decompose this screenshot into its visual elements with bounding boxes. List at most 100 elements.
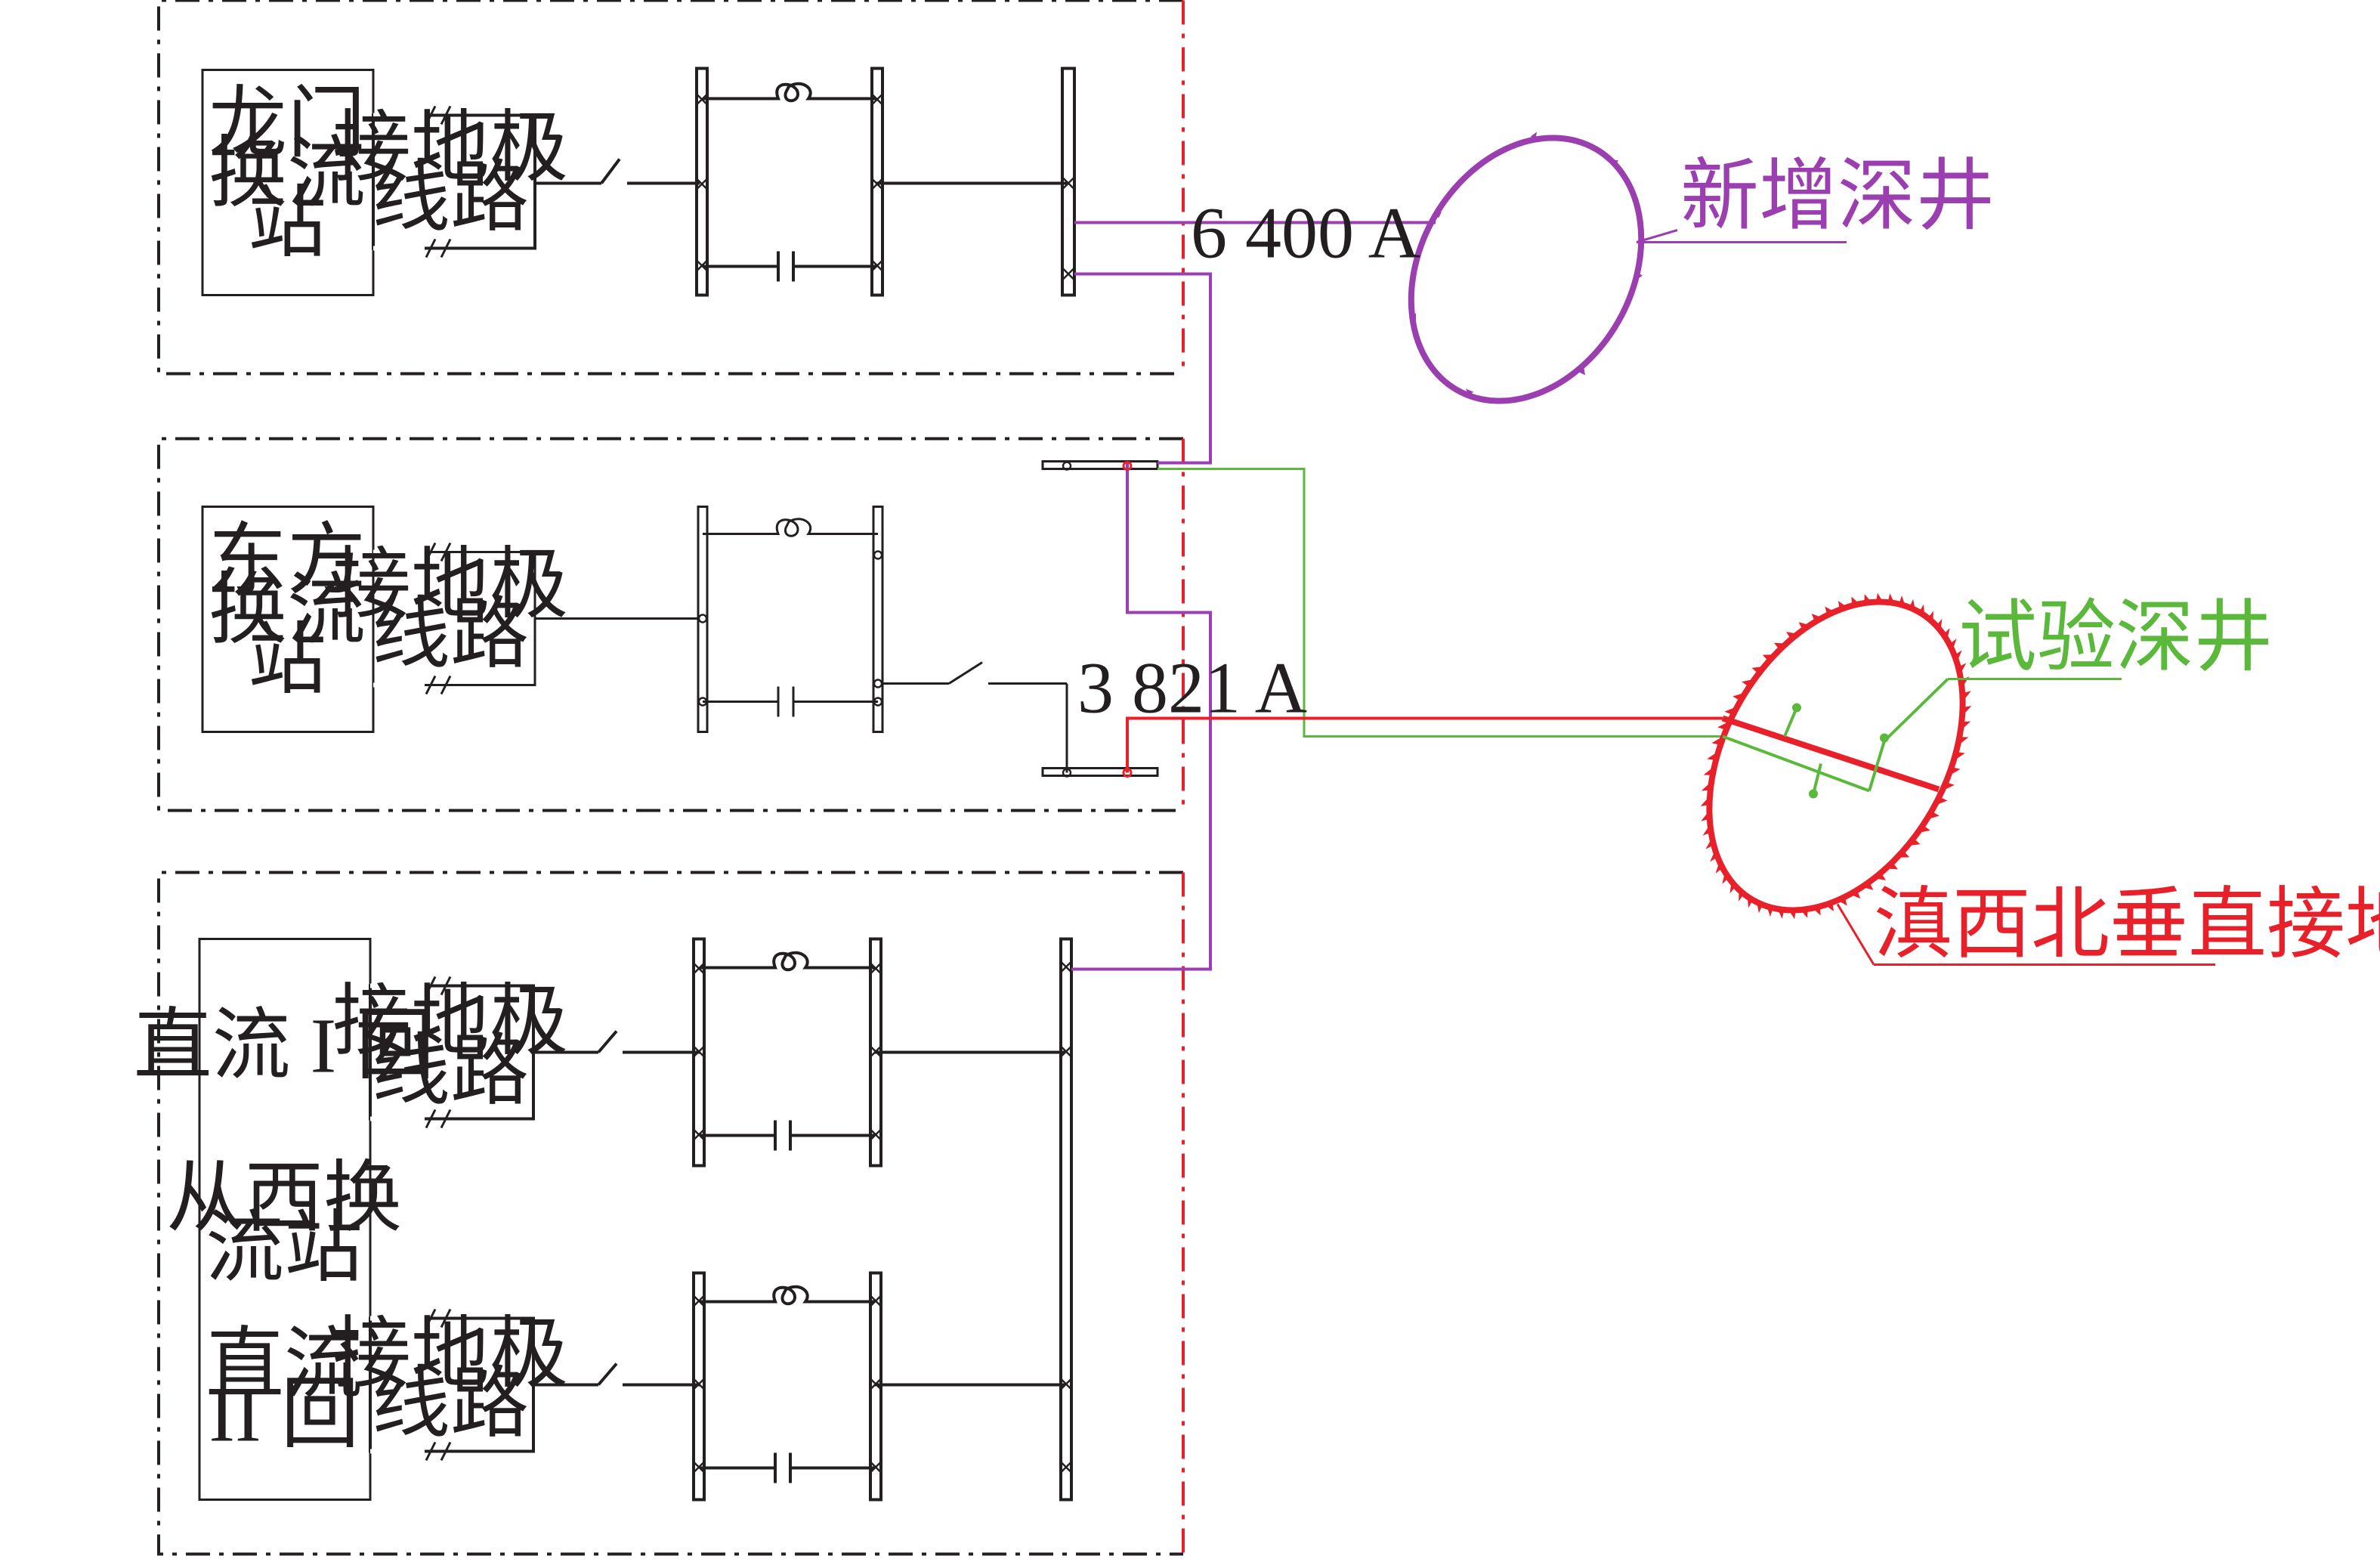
electrode-tooth [1864,594,1872,604]
congxi-line2-label-1: 接地极 [332,1311,568,1398]
electrode-tooth [1874,872,1886,880]
electrode-tooth [1862,882,1874,890]
electrode-tooth [1825,606,1835,616]
electrode-tooth [1961,706,1972,716]
electrode-tooth [1762,654,1776,662]
electrode-tooth [1958,663,1967,675]
electrode-tooth [1960,721,1971,732]
congxi-name-line-1: 从西换 [166,1155,402,1242]
congxi-name-line-2: 流站 [206,1205,363,1292]
electrode-tooth [1705,837,1714,849]
congxi-line1-label-1: 接地极 [332,979,568,1066]
electrode-tooth [1851,596,1859,606]
longmen-capacitor [703,251,876,282]
congxi-c1-capacitor [700,1120,875,1151]
congxi-c1-reactor [700,951,875,972]
electrode-tooth [1942,781,1955,791]
electrode-tooth [1919,604,1925,616]
dongfang-line-label-1: 接地极 [332,542,568,629]
longmen-bus-1 [695,67,709,297]
electrode-tooth [1742,679,1755,688]
electrode-tooth [1953,752,1965,762]
electrode-tooth [1811,613,1822,623]
longmen-main-bus [1061,67,1076,297]
electrode-tooth [1926,811,1940,820]
electrode-tooth [1954,650,1962,663]
electrode-tooth [1927,611,1933,623]
dongfang-capacitor [703,686,878,717]
electrode-tooth [1917,824,1930,834]
new-well-label: 新增深井 [1680,153,1995,240]
new-well-markers [1410,131,1643,397]
dongfang-station: 东方 换流 站 接地极 线路 [201,460,1159,778]
electrode-tooth [1703,766,1715,775]
electrode-tooth [1798,622,1810,630]
electrode-tooth [1907,838,1921,846]
electrode-tooth [1786,632,1798,640]
dongfang-line-label-2: 线路 [372,592,529,679]
vertical-electrode: 试验深井 滇西北垂直接地极 [1700,592,2380,969]
electrode-tooth [1936,618,1943,631]
electrode-teeth [1700,592,1972,920]
longmen-name-line-1: 龙门 [209,81,366,168]
electrode-tooth [1701,781,1712,791]
electrode-tooth [1909,599,1915,611]
electrode-tooth [1777,908,1785,919]
dongfang-current-label: 3 821 A [1077,648,1307,728]
electrode-tooth [1717,721,1730,731]
new-well-wiring [1071,221,1436,971]
electrode-tooth [1732,692,1746,701]
electrode-tooth [1711,735,1724,745]
congxi-main-bus [1059,937,1073,1502]
electrode-tooth [1949,639,1957,651]
electrode-tooth [1707,750,1719,760]
electrode-tooth [1957,737,1969,747]
congxi-c2-reactor [700,1285,875,1306]
dongfang-upper-terminal [1041,460,1159,470]
electrode-tooth [1813,906,1821,916]
electrode-tooth [1876,592,1884,602]
dongfang-break-marks [425,542,452,695]
congxi-line1-label-2: 线路 [372,1028,529,1115]
electrode-tooth [1757,902,1763,914]
electrode-tooth [1837,896,1847,906]
electrode-tooth [1729,881,1736,894]
electrode-tooth [1788,910,1796,920]
electrode-tooth [1825,902,1834,911]
new-well-ring [1408,135,1645,404]
congxi-switch-2 [597,1362,618,1386]
congxi-frame [157,871,1185,1556]
electrode-tooth [1896,850,1910,858]
electrode-tooth [1899,595,1906,606]
electrode-tooth [1766,906,1773,917]
dongfang-reactor [703,518,878,537]
congxi-switch-1 [597,1030,618,1053]
dongfang-name-line-1: 东方 [209,518,366,605]
electrode-tooth [1773,642,1787,651]
longmen-frame [157,0,1185,376]
dongfang-bus-2 [872,506,884,733]
congxi-c1-bus-1 [692,937,706,1168]
longmen-name-line-3: 站 [248,181,326,268]
congxi-c2-bus-1 [692,1271,706,1502]
electrode-tooth [1887,593,1895,604]
electrode-tooth [1838,601,1847,610]
congxi-station-box [198,938,372,1501]
station-frames [157,0,1185,1556]
electrode-tooth [1722,871,1729,884]
dongfang-name-line-2: 换流 [209,568,366,654]
electrode-crossbar [1721,715,1940,793]
dongfang-lower-terminal [1041,767,1159,777]
congxi-station: 直流 I 回 从西换 流站 直流 II 回 接地极 线路 接地极 线路 [134,937,1073,1502]
test-well-label: 试验深井 [1958,595,2273,682]
electrode-leader-1 [1836,903,1875,966]
longmen-line-label-2: 线路 [372,155,529,242]
electrode-tooth [1710,849,1718,862]
electrode-tooth [1700,796,1711,806]
dongfang-switch [948,661,983,685]
dongfang-frame [157,437,1185,812]
electrode-tooth [1962,691,1971,702]
electrode-label: 滇西北垂直接地极 [1874,882,2380,969]
electrode-tooth [1885,861,1899,870]
